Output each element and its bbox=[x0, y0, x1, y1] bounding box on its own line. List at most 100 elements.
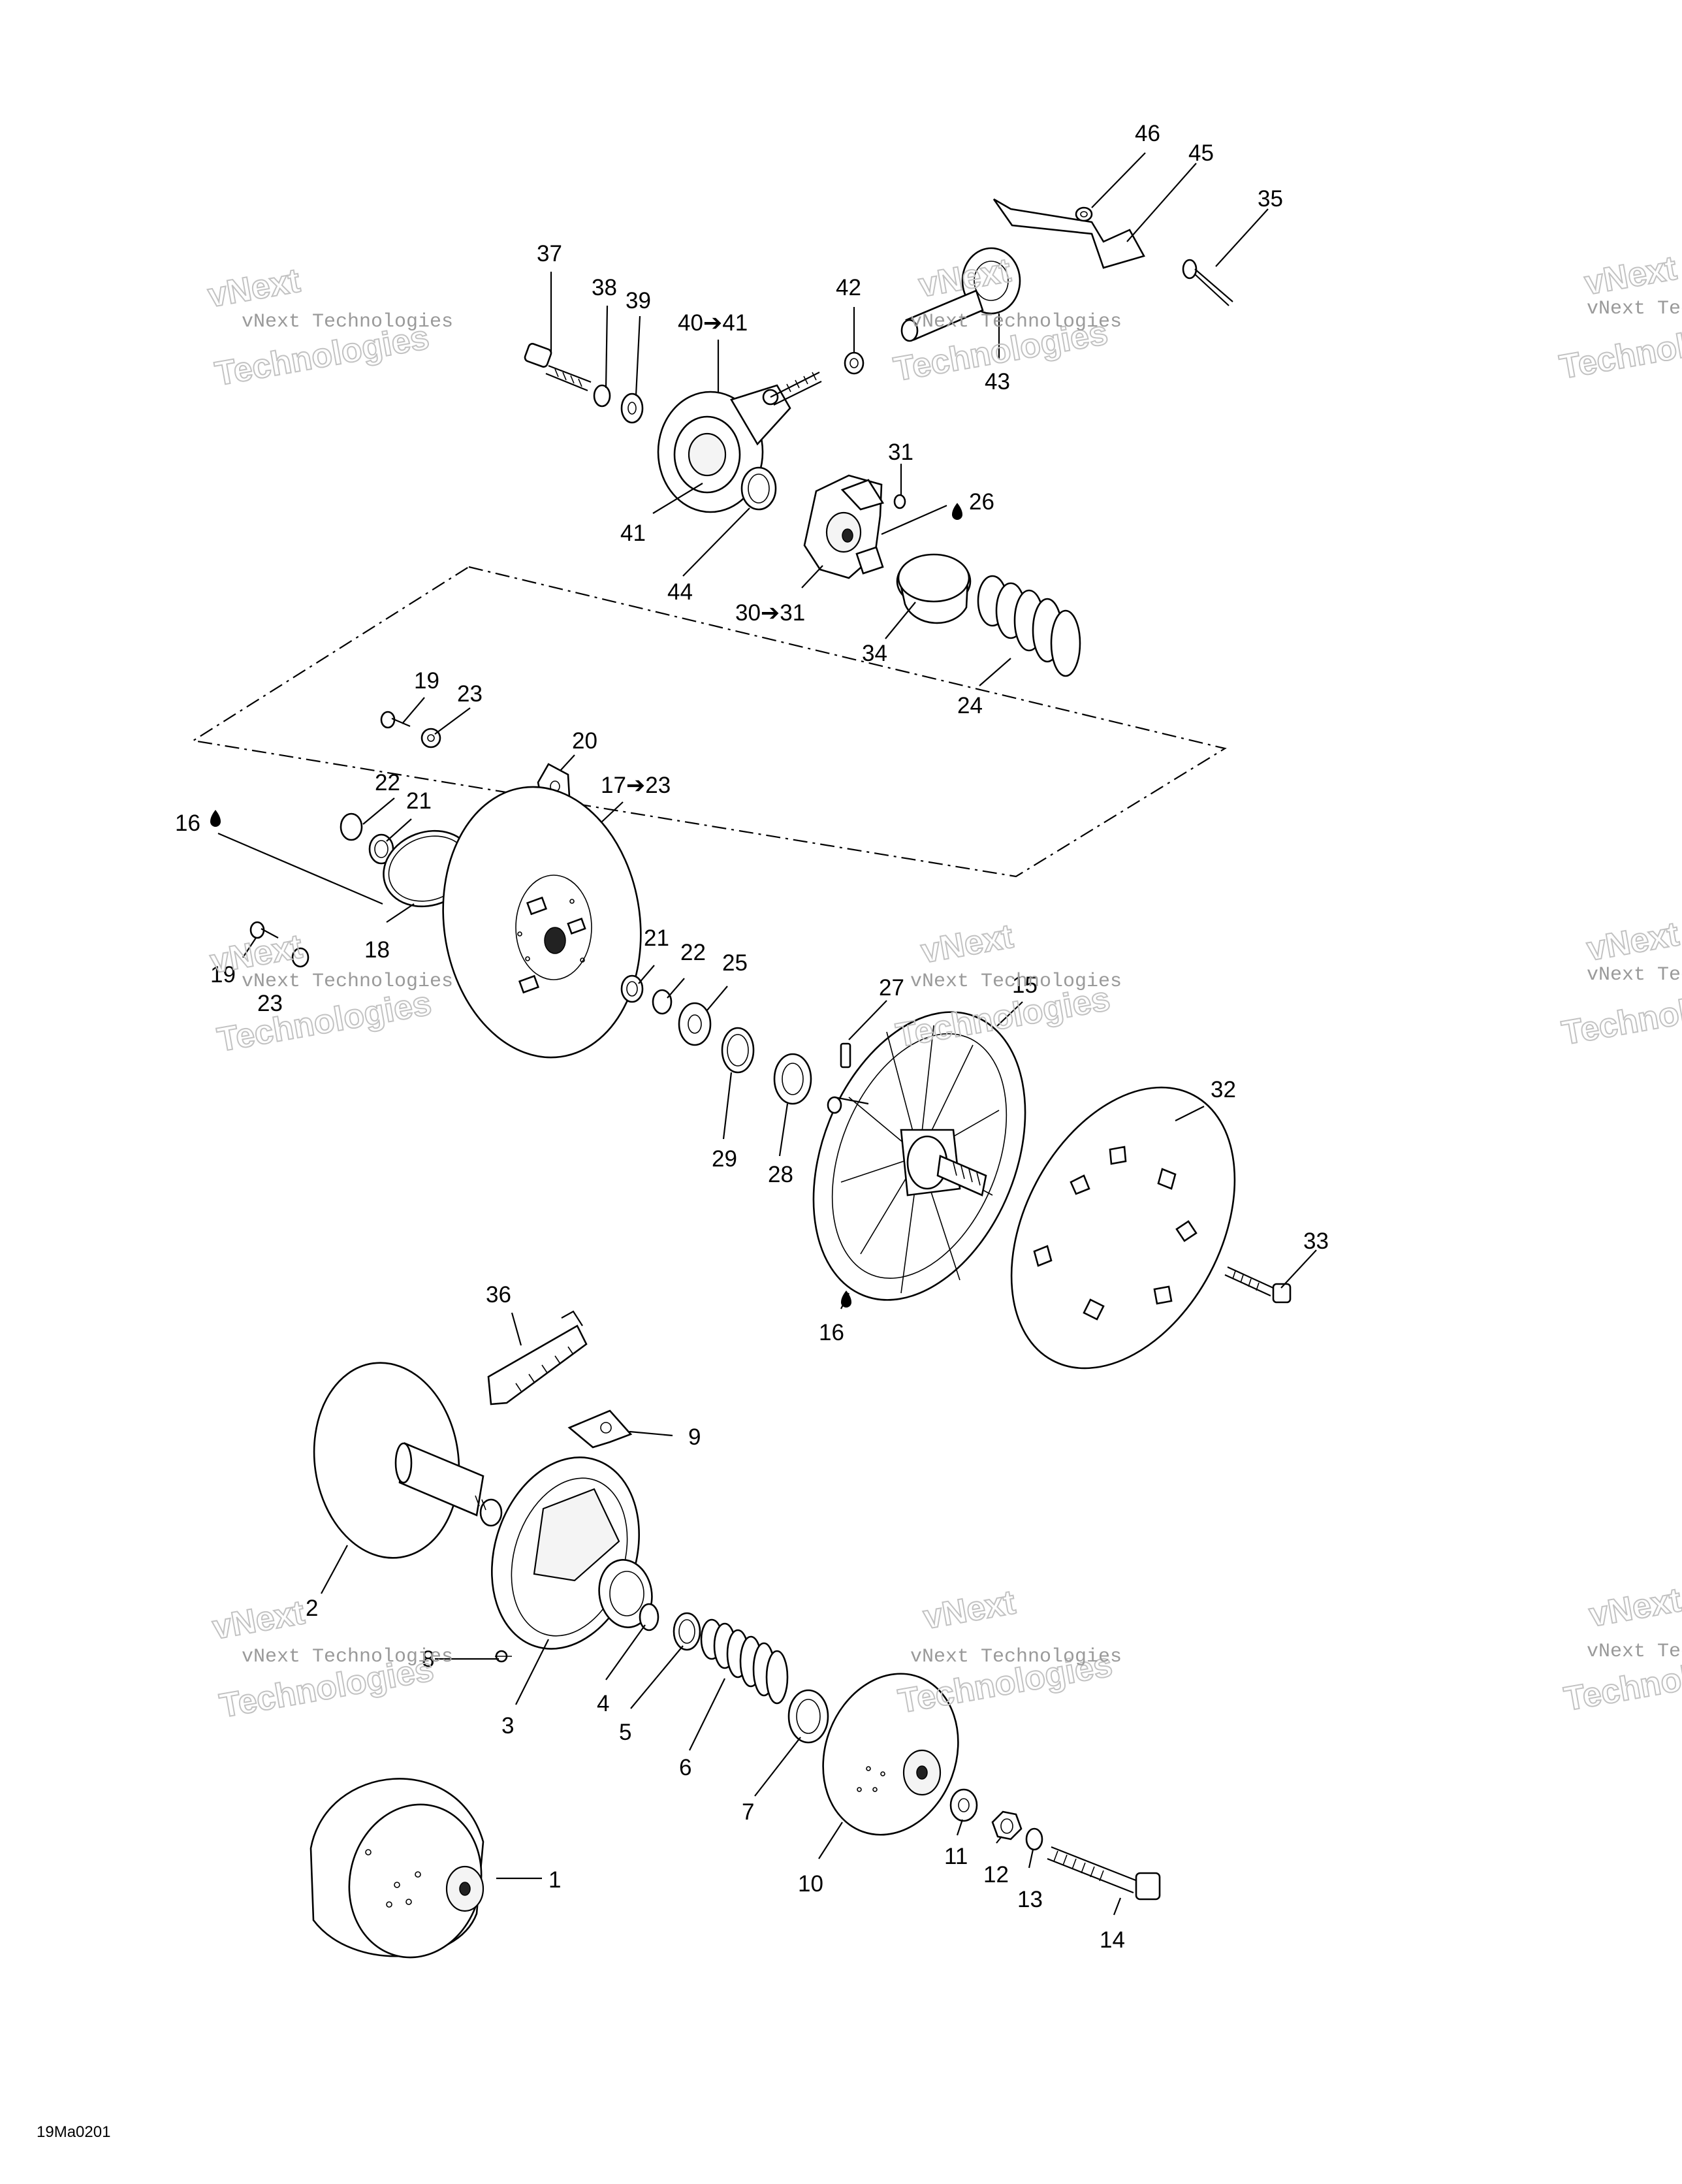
part-shaft-43 bbox=[900, 247, 1021, 342]
callout-36: 36 bbox=[486, 1282, 511, 1308]
lubricant-drop-icon-26 bbox=[952, 503, 962, 520]
part-washer-46 bbox=[1075, 206, 1093, 222]
callout-18: 18 bbox=[364, 937, 390, 963]
svg-text:vNext Technologies: vNext Technologies bbox=[242, 1646, 453, 1668]
part-spring-6 bbox=[700, 1618, 789, 1705]
part-washer-5 bbox=[673, 1612, 701, 1651]
callout-22a: 22 bbox=[375, 770, 400, 795]
svg-text:vNext Technologies: vNext Technologies bbox=[1587, 1641, 1682, 1663]
callout-40-41: 40➔41 bbox=[678, 310, 748, 336]
callout-19a: 19 bbox=[414, 668, 439, 694]
part-spider-3 bbox=[491, 1456, 653, 1650]
part-washer-39 bbox=[620, 393, 644, 424]
svg-text:Technologies: Technologies bbox=[1557, 312, 1682, 387]
part-cam-30 bbox=[803, 474, 885, 579]
svg-text:vNext: vNext bbox=[210, 1594, 308, 1647]
svg-text:vNext: vNext bbox=[921, 1583, 1019, 1637]
callout-16a: 16 bbox=[175, 811, 200, 836]
svg-text:vNext Technologies: vNext Technologies bbox=[910, 311, 1122, 333]
callout-7: 7 bbox=[742, 1799, 754, 1825]
part-washer-13 bbox=[1025, 1827, 1043, 1851]
callout-9: 9 bbox=[688, 1424, 701, 1450]
svg-text:vNext: vNext bbox=[1586, 1581, 1682, 1635]
part-ring-4 bbox=[639, 1603, 659, 1631]
callout-23a: 23 bbox=[457, 681, 483, 707]
part-bolt-14 bbox=[1047, 1846, 1161, 1901]
callout-20: 20 bbox=[572, 728, 597, 754]
callout-31: 31 bbox=[888, 440, 913, 465]
watermark-big: vNext bbox=[205, 262, 303, 315]
part-ring-22a bbox=[340, 812, 363, 841]
callout-23b: 23 bbox=[257, 991, 283, 1016]
part-spring-24 bbox=[977, 575, 1081, 677]
callout-42: 42 bbox=[836, 275, 861, 300]
part-rivet-35 bbox=[1182, 259, 1233, 306]
svg-text:vNext Technologies: vNext Technologies bbox=[1587, 964, 1682, 986]
callout-15: 15 bbox=[1012, 972, 1038, 998]
part-ring-22b bbox=[652, 989, 673, 1015]
callout-33: 33 bbox=[1303, 1228, 1329, 1254]
part-washer-38 bbox=[593, 384, 611, 408]
lubricant-drop-icon-16b bbox=[841, 1291, 851, 1308]
callout-21b: 21 bbox=[644, 925, 669, 951]
part-slider-31 bbox=[893, 494, 906, 509]
callout-8: 8 bbox=[422, 1646, 434, 1672]
part-nut-12 bbox=[991, 1810, 1023, 1840]
callout-16b: 16 bbox=[819, 1320, 844, 1345]
part-sheave-17 bbox=[442, 786, 642, 1059]
part-bolt-33 bbox=[1224, 1266, 1292, 1304]
part-nut-42 bbox=[844, 351, 865, 375]
callout-3: 3 bbox=[501, 1713, 514, 1739]
part-cover-32 bbox=[1010, 1086, 1236, 1370]
callout-10: 10 bbox=[798, 1871, 823, 1897]
callout-26: 26 bbox=[969, 489, 994, 515]
part-bearing-housing-40 bbox=[657, 372, 822, 513]
callout-4: 4 bbox=[597, 1691, 609, 1716]
callout-12: 12 bbox=[983, 1862, 1009, 1887]
part-washer-28 bbox=[773, 1053, 812, 1105]
svg-text:vNext Technologies: vNext Technologies bbox=[242, 971, 453, 993]
callout-5: 5 bbox=[619, 1720, 631, 1745]
part-bolt-37 bbox=[524, 343, 592, 392]
part-drive-pulley-1 bbox=[309, 1778, 484, 1959]
callout-leaders bbox=[217, 152, 1317, 1916]
svg-text:Technologies: Technologies bbox=[1559, 978, 1682, 1053]
svg-text:vNext: vNext bbox=[1584, 915, 1682, 969]
callout-29: 29 bbox=[712, 1146, 737, 1172]
callout-37: 37 bbox=[537, 241, 562, 266]
part-sleeve-34 bbox=[896, 553, 972, 624]
part-sleeve-7 bbox=[787, 1689, 829, 1744]
part-bushing-21b bbox=[620, 974, 644, 1003]
callout-39: 39 bbox=[626, 288, 651, 313]
part-bolt-8 bbox=[495, 1650, 512, 1663]
part-washer-25 bbox=[678, 1002, 712, 1046]
svg-text:vNext Technologies: vNext Technologies bbox=[910, 971, 1122, 993]
watermark-small: vNext Technologies bbox=[242, 311, 453, 333]
part-bracket-45 bbox=[992, 198, 1145, 269]
callout-28: 28 bbox=[768, 1162, 793, 1187]
callout-34: 34 bbox=[862, 641, 887, 666]
svg-text:vNext Technologies: vNext Technologies bbox=[910, 1646, 1122, 1668]
svg-text:vNext: vNext bbox=[1582, 249, 1680, 302]
callout-46: 46 bbox=[1135, 121, 1160, 146]
callout-6: 6 bbox=[679, 1755, 691, 1780]
callout-44: 44 bbox=[667, 579, 693, 605]
part-bushing-9 bbox=[567, 1409, 633, 1449]
part-sheave-15 bbox=[812, 1011, 1026, 1301]
part-ring-44 bbox=[740, 466, 777, 511]
callout-21a: 21 bbox=[406, 788, 432, 814]
callout-1: 1 bbox=[548, 1867, 561, 1893]
callout-2: 2 bbox=[306, 1596, 318, 1621]
callout-30-31: 30➔31 bbox=[735, 600, 805, 626]
callout-32: 32 bbox=[1211, 1077, 1236, 1102]
reference-code: 19Ma0201 bbox=[37, 2123, 110, 2141]
callout-35: 35 bbox=[1258, 186, 1283, 212]
callout-14: 14 bbox=[1100, 1927, 1125, 1953]
part-weight-36 bbox=[487, 1310, 588, 1405]
callout-38: 38 bbox=[592, 275, 617, 300]
part-cover-10 bbox=[822, 1673, 959, 1836]
callout-27: 27 bbox=[879, 975, 904, 1001]
callout-25: 25 bbox=[722, 950, 748, 976]
svg-text:Technologies: Technologies bbox=[215, 984, 434, 1059]
